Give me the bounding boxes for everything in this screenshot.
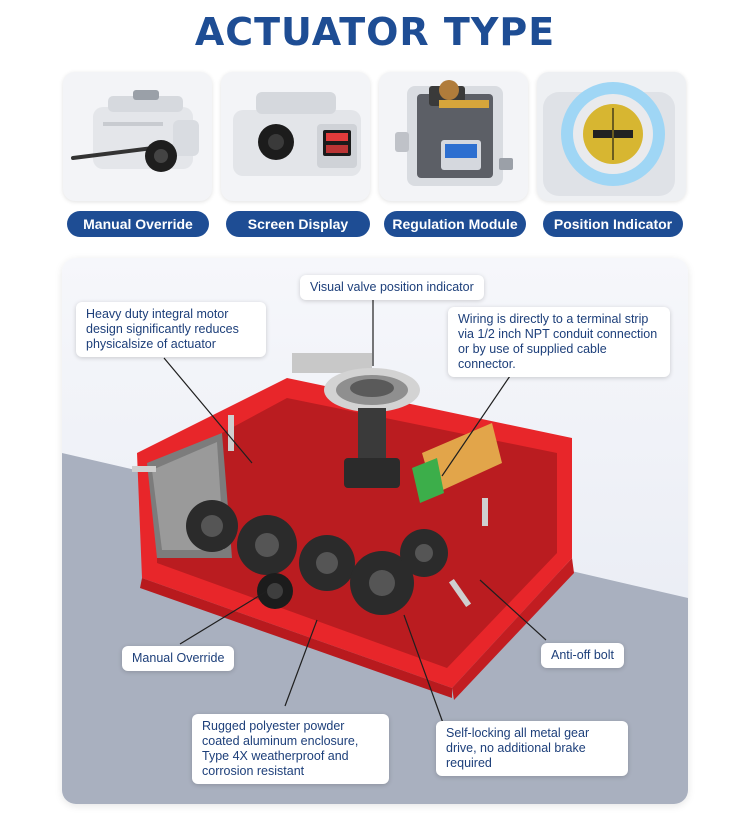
type-card-position-indicator [537, 72, 686, 201]
actuator-cutaway-panel: Visual valve position indicator Heavy du… [62, 258, 688, 804]
actuator-handwheel-image [71, 90, 199, 172]
callout-self-locking-gear: Self-locking all metal gear drive, no ad… [436, 721, 628, 776]
callout-rugged-enclosure: Rugged polyester powder coated aluminum … [192, 714, 389, 784]
callout-visual-valve-indicator: Visual valve position indicator [300, 275, 484, 300]
type-card-manual-override [63, 72, 212, 201]
type-label-position-indicator: Position Indicator [543, 211, 683, 237]
actuator-module-image [395, 80, 513, 186]
callout-manual-override: Manual Override [122, 646, 235, 671]
type-label-regulation-module: Regulation Module [384, 211, 526, 237]
callout-wiring-terminal: Wiring is directly to a terminal strip v… [448, 307, 670, 377]
actuator-display-image [233, 92, 361, 176]
callout-integral-motor: Heavy duty integral motor design signifi… [76, 302, 266, 357]
callout-anti-off-bolt: Anti-off bolt [541, 643, 625, 668]
type-label-screen-display: Screen Display [226, 211, 370, 237]
type-card-screen-display [221, 72, 370, 201]
type-label-manual-override: Manual Override [67, 211, 209, 237]
page-title: ACTUATOR TYPE [194, 10, 556, 54]
position-indicator-image [537, 72, 686, 201]
type-card-regulation-module [379, 72, 528, 201]
